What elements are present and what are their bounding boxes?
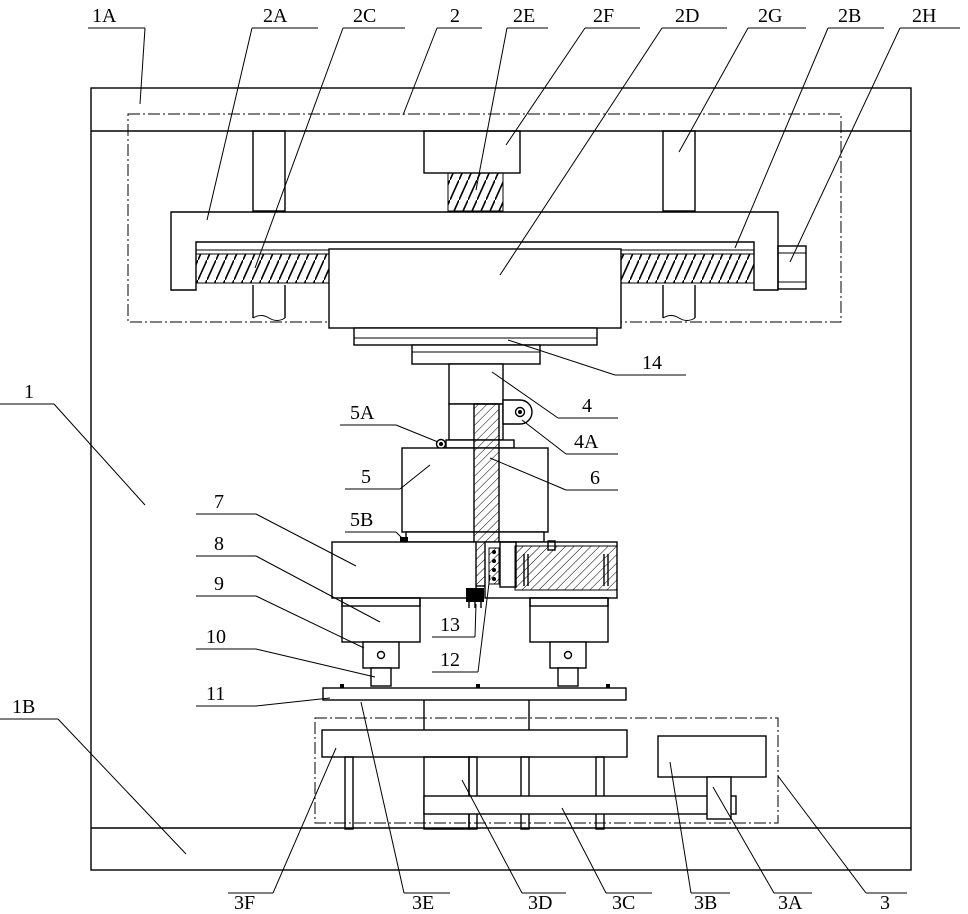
coupling-9-left (363, 642, 399, 668)
label-2A: 2A (263, 5, 288, 27)
label-1B: 1B (12, 696, 35, 718)
label-3C: 3C (612, 892, 635, 914)
spring-2E (448, 173, 503, 211)
rotary-plate-14 (354, 328, 597, 345)
motor-8-left (342, 598, 420, 642)
carriage-2D (329, 249, 621, 328)
shaft-10-right (558, 668, 578, 686)
table-legs (345, 757, 604, 829)
label-3B: 3B (694, 892, 717, 914)
label-4A: 4A (574, 431, 599, 453)
label-13: 13 (440, 614, 460, 636)
pivot-lug-4A (503, 400, 532, 424)
drive-motor-2F (424, 131, 520, 173)
label-2G: 2G (758, 5, 782, 27)
label-10: 10 (206, 626, 226, 648)
shaft-4 (449, 364, 503, 404)
label-11: 11 (206, 683, 225, 705)
sensor-13 (466, 588, 484, 602)
label-5B: 5B (350, 509, 373, 531)
label-14: 14 (642, 352, 662, 374)
label-5: 5 (361, 466, 371, 488)
label-7: 7 (214, 491, 224, 513)
label-3F: 3F (234, 892, 255, 914)
label-12: 12 (440, 649, 460, 671)
motor-8-right (530, 598, 608, 642)
gear-teeth-12 (489, 548, 499, 584)
label-1: 1 (24, 381, 34, 403)
label-4: 4 (582, 395, 592, 417)
plate-11 (323, 688, 626, 700)
coupling-9-right (550, 642, 586, 668)
label-8: 8 (214, 533, 224, 555)
gear-housing-right (515, 546, 617, 590)
label-3E: 3E (412, 892, 434, 914)
arm-7 (332, 542, 476, 598)
label-3D: 3D (528, 892, 552, 914)
label-2: 2 (450, 5, 460, 27)
label-2F: 2F (593, 5, 614, 27)
label-2H: 2H (912, 5, 936, 27)
adjust-knob-2H (778, 246, 806, 289)
linkage-bar-3C (424, 796, 736, 814)
label-1A: 1A (92, 5, 117, 27)
lead-screw-2C (196, 254, 329, 283)
label-2D: 2D (675, 5, 699, 27)
label-3A: 3A (778, 892, 803, 914)
label-2E: 2E (513, 5, 535, 27)
label-2B: 2B (838, 5, 861, 27)
label-2C: 2C (353, 5, 376, 27)
lead-screw-2B (621, 254, 754, 283)
label-6: 6 (590, 467, 600, 489)
control-box-3B (658, 736, 766, 777)
label-5A: 5A (350, 402, 375, 424)
label-3: 3 (880, 892, 890, 914)
label-9: 9 (214, 573, 224, 595)
